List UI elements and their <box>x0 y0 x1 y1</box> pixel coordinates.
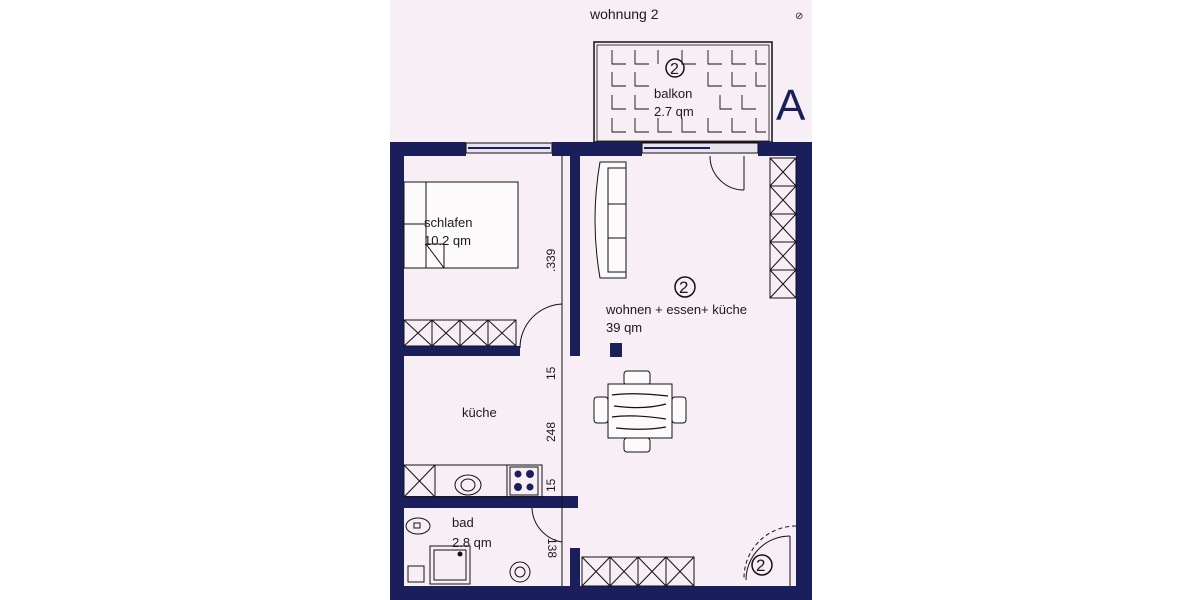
balkon-name: balkon <box>654 86 692 101</box>
bed <box>403 181 519 269</box>
schlafen-door <box>519 303 563 349</box>
balkon-unit-number: 2 <box>670 61 679 78</box>
dim-15-top: 15 <box>544 366 558 380</box>
entry-door <box>743 525 797 586</box>
bad-area: 2.8 qm <box>452 535 492 550</box>
plan-title: wohnung 2 <box>589 6 659 22</box>
kueche-name: küche <box>462 405 497 420</box>
stove-icon <box>509 466 539 496</box>
balkon-area: 2.7 qm <box>654 104 694 119</box>
floor-plan-sheet: wohnung 2 ⊘ 2 balkon 2.7 qm A <box>390 0 812 600</box>
dim-248: 248 <box>544 422 558 442</box>
schlafen-area: 10.2 qm <box>424 233 471 248</box>
sofa <box>594 161 627 279</box>
balcony-door <box>709 155 745 191</box>
wohnen-area: 39 qm <box>606 320 642 335</box>
bathroom-fixtures <box>405 507 563 585</box>
north-mark-icon: ⊘ <box>795 11 803 22</box>
wardrobe-schlafen <box>403 319 517 347</box>
bad-name: bad <box>452 515 474 530</box>
balkon-room: 2 balkon 2.7 qm <box>593 41 773 143</box>
dim-138: 138 <box>545 538 559 558</box>
section-marker-a: A <box>776 81 806 130</box>
entry-unit-number: 2 <box>756 556 765 575</box>
windows <box>465 142 759 154</box>
wohnen-name: wohnen + essen+ küche <box>605 302 747 317</box>
walls <box>390 142 812 600</box>
dining-table <box>593 370 687 453</box>
wohnen-unit-number: 2 <box>679 278 688 297</box>
dim-15-bottom: 15 <box>544 478 558 492</box>
wardrobe-living <box>581 556 695 587</box>
dim-339: .339 <box>544 248 558 272</box>
kitchen-counter <box>403 464 543 498</box>
schlafen-name: schlafen <box>424 215 472 230</box>
shelf-right <box>769 157 797 299</box>
floor-plan-drawing: wohnung 2 ⊘ 2 balkon 2.7 qm A <box>390 6 812 600</box>
